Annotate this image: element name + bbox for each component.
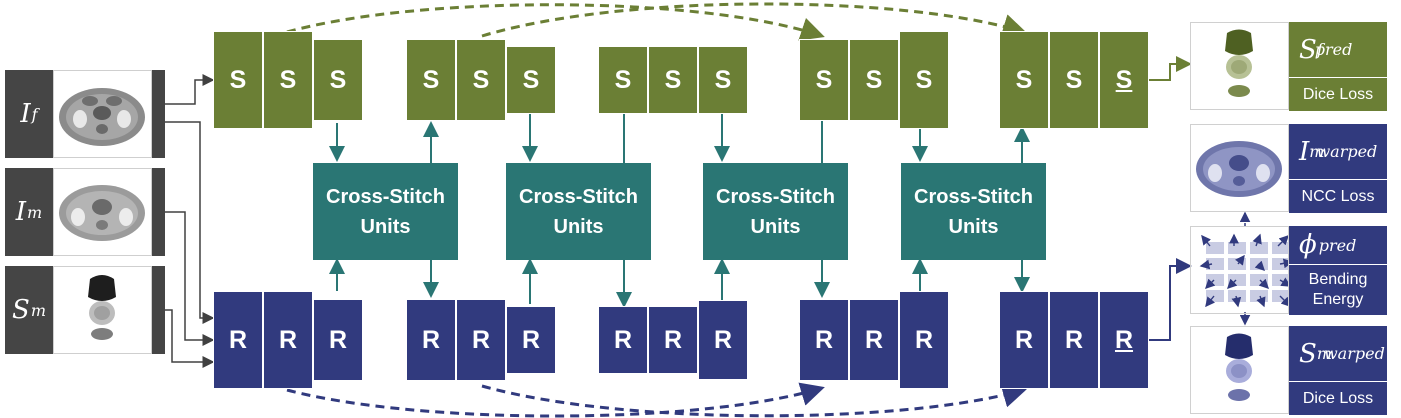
seg-skip-connections [286,2,1027,41]
seg-block: S [1049,31,1099,129]
reg-block: R [598,306,648,374]
seg-block: S [506,46,556,114]
reg-output-arrow [1149,258,1192,341]
reg-block: R [313,299,363,381]
reg-block: R [506,306,556,374]
fixed-image-thumbnail [53,70,152,158]
dice-loss-label: Dice Loss [1289,77,1387,111]
seg-block: S [999,31,1049,129]
input-connectors [165,74,215,368]
reg-block: R [456,299,506,381]
moving-segmentation-thumbnail [53,266,152,354]
reg-block: R [899,291,949,389]
reg-block: R [849,299,899,381]
seg-block: S [698,46,748,114]
reg-block: R [1049,291,1099,389]
seg-block: S [799,39,849,121]
deformation-field-thumbnail [1190,226,1289,314]
reg-block: R [999,291,1049,389]
cross-stitch-arrows [329,98,1030,308]
moving-image-thumbnail [53,168,152,256]
warped-image-thumbnail [1190,124,1289,212]
reg-block: R [698,300,748,380]
ncc-loss-label: NCC Loss [1289,179,1387,213]
seg-block: S [648,46,698,114]
seg-block: S [899,31,949,129]
seg-block: S [213,31,263,129]
reg-block: R [799,299,849,381]
seg-output-arrow [1149,56,1192,81]
seg-block: S [456,39,506,121]
warped-segmentation-thumbnail [1190,326,1289,414]
reg-block: R [213,291,263,389]
reg-block: R [648,306,698,374]
reg-block: R [263,291,313,389]
seg-block: S [263,31,313,129]
reg-output-block: R [1099,291,1149,389]
dice-loss-label: Dice Loss [1289,381,1387,415]
seg-block: S [313,39,363,121]
seg-prediction-thumbnail [1190,22,1289,110]
bending-energy-label: Bending Energy [1289,264,1387,315]
reg-skip-connections [286,382,1027,418]
seg-output-block: S [1099,31,1149,129]
seg-block: S [406,39,456,121]
seg-block: S [849,39,899,121]
deformation-grid-icon [1198,232,1294,308]
reg-block: R [406,299,456,381]
seg-block: S [598,46,648,114]
